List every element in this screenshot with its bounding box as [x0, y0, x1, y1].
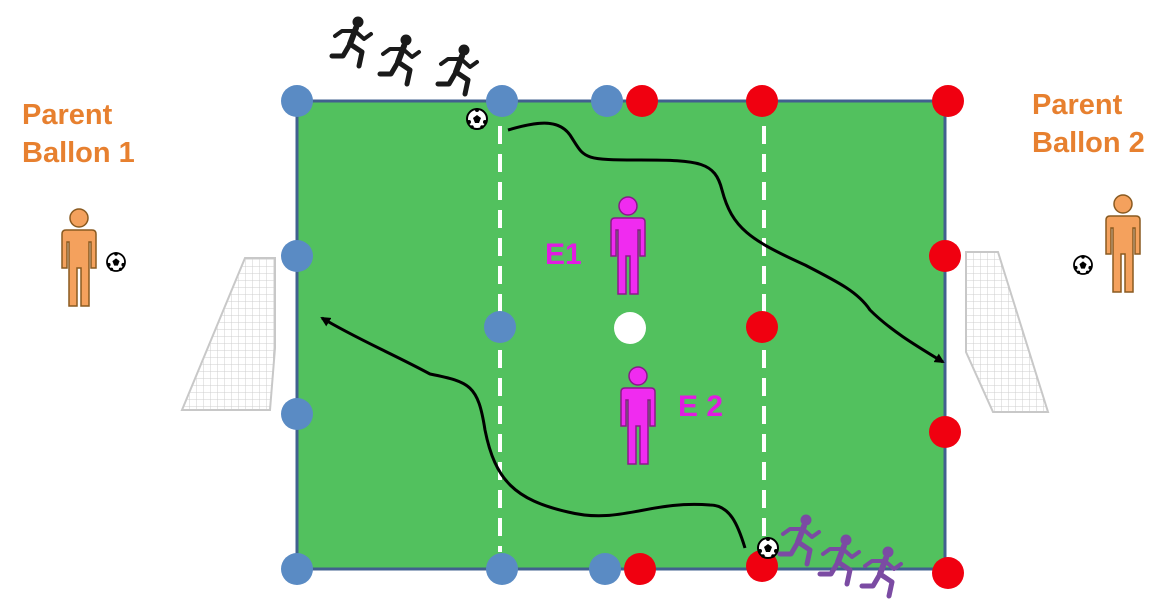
cone-icon	[591, 85, 623, 117]
cone-icon	[929, 240, 961, 272]
arrow-icon-path-top	[507, 121, 945, 364]
cone-icon	[281, 553, 313, 585]
soccer-ball-icon	[466, 107, 488, 130]
arrow-icon-path-bottom	[320, 316, 747, 549]
person-icon-parent-1	[61, 208, 97, 307]
parent-ballon-2-label: Parent Ballon 2	[1030, 86, 1170, 162]
blue-cones	[281, 85, 623, 585]
parent-label-line2: Ballon 1	[22, 137, 135, 169]
cone-icon	[486, 553, 518, 585]
cone-icon	[932, 557, 964, 589]
cone-icon	[624, 553, 656, 585]
cone-icon	[746, 311, 778, 343]
goal-net-icon-right	[965, 251, 1050, 413]
soccer-ball-icon	[1073, 254, 1093, 275]
parent-label-line2: Ballon 2	[1032, 127, 1145, 159]
parent-ballon-1-label: Parent Ballon 1	[22, 96, 135, 172]
cone-icon	[626, 85, 658, 117]
runner-icon	[380, 35, 419, 84]
cone-icon	[484, 311, 516, 343]
defender-label-e1: E1	[545, 238, 582, 271]
parent-label-line1: Parent	[22, 99, 113, 131]
runner-icon	[438, 45, 477, 94]
cone-icon	[932, 85, 964, 117]
attacker-group-top	[332, 17, 477, 94]
parent-label-line1: Parent	[1032, 89, 1123, 121]
runner-icon	[332, 17, 371, 66]
cone-icon	[929, 416, 961, 448]
soccer-ball-icon	[106, 251, 126, 272]
defender-label-e2: E 2	[678, 390, 724, 423]
soccer-ball-icon	[757, 536, 779, 559]
person-icon-parent-2	[1105, 194, 1141, 293]
cone-icon	[281, 398, 313, 430]
cone-icon	[281, 85, 313, 117]
cone-icon	[589, 553, 621, 585]
red-cones	[624, 85, 964, 589]
cone-icon	[281, 240, 313, 272]
center-marker	[614, 312, 646, 344]
cone-icon	[486, 85, 518, 117]
cone-icon	[746, 85, 778, 117]
goal-net-icon-left	[180, 257, 276, 411]
